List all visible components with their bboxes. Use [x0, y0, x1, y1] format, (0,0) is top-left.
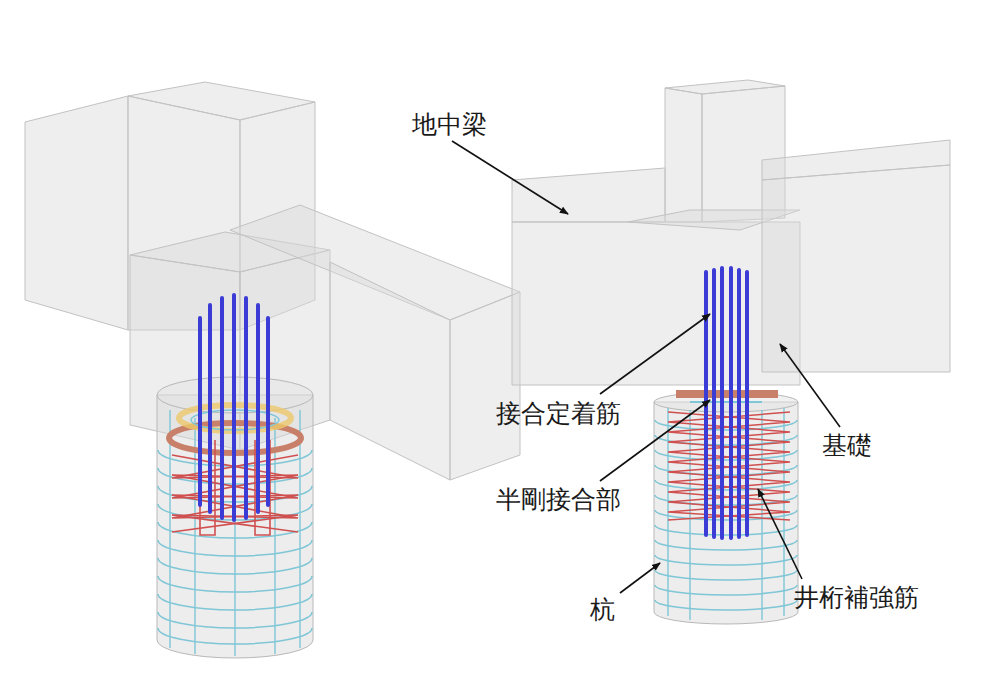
pile-bar — [194, 418, 195, 654]
leader-line — [600, 314, 710, 394]
hoop — [655, 600, 797, 610]
pile-bar — [169, 410, 170, 648]
anchor-bar — [729, 268, 733, 538]
anchor-bar — [198, 318, 202, 505]
leader-line — [780, 344, 840, 427]
anchor-bar — [712, 270, 716, 537]
part-label: 井桁補強筋 — [792, 584, 921, 612]
beam-face — [25, 96, 128, 330]
left-pile — [157, 295, 313, 658]
hoop-bars — [655, 420, 797, 610]
anchor-bar — [208, 305, 212, 512]
pile-bar — [274, 418, 275, 654]
anchor-bar — [244, 298, 248, 518]
hoop — [690, 401, 762, 403]
anchor-bar — [266, 318, 270, 505]
pile-bar — [761, 410, 762, 620]
part-label: 半剛接合部 — [494, 486, 623, 514]
pile-bar — [689, 410, 690, 620]
hoop — [655, 540, 797, 550]
foundation-face — [512, 222, 800, 385]
anchor-bars — [200, 295, 268, 520]
leader-line — [620, 563, 660, 593]
anchor-bar — [232, 295, 236, 520]
anchor-bar — [220, 298, 224, 518]
anchor-bar — [737, 270, 741, 537]
anchor-bar — [720, 268, 724, 538]
anchor-bar — [745, 272, 749, 535]
right-pile — [654, 268, 798, 624]
anchor-bar — [256, 305, 260, 512]
beam-face — [762, 165, 950, 372]
pile-body — [654, 402, 798, 624]
part-label: 杭 — [588, 596, 617, 624]
beam-face — [450, 292, 520, 480]
leader-lines — [452, 141, 840, 593]
anchor-bars — [706, 268, 747, 538]
part-label: 基礎 — [820, 432, 874, 460]
part-label: 接合定着筋 — [494, 400, 623, 428]
beam-face — [665, 88, 702, 222]
hoop — [655, 570, 797, 580]
hoop — [655, 555, 797, 565]
leader-line — [452, 141, 568, 214]
pile-bar — [299, 410, 300, 648]
beam-face — [512, 168, 665, 222]
part-label: 地中梁 — [410, 111, 489, 139]
leader-line — [758, 489, 802, 579]
beam-face — [330, 262, 450, 480]
lattice — [200, 440, 215, 535]
hoop — [655, 585, 797, 595]
semi-rigid-joint — [676, 390, 778, 398]
